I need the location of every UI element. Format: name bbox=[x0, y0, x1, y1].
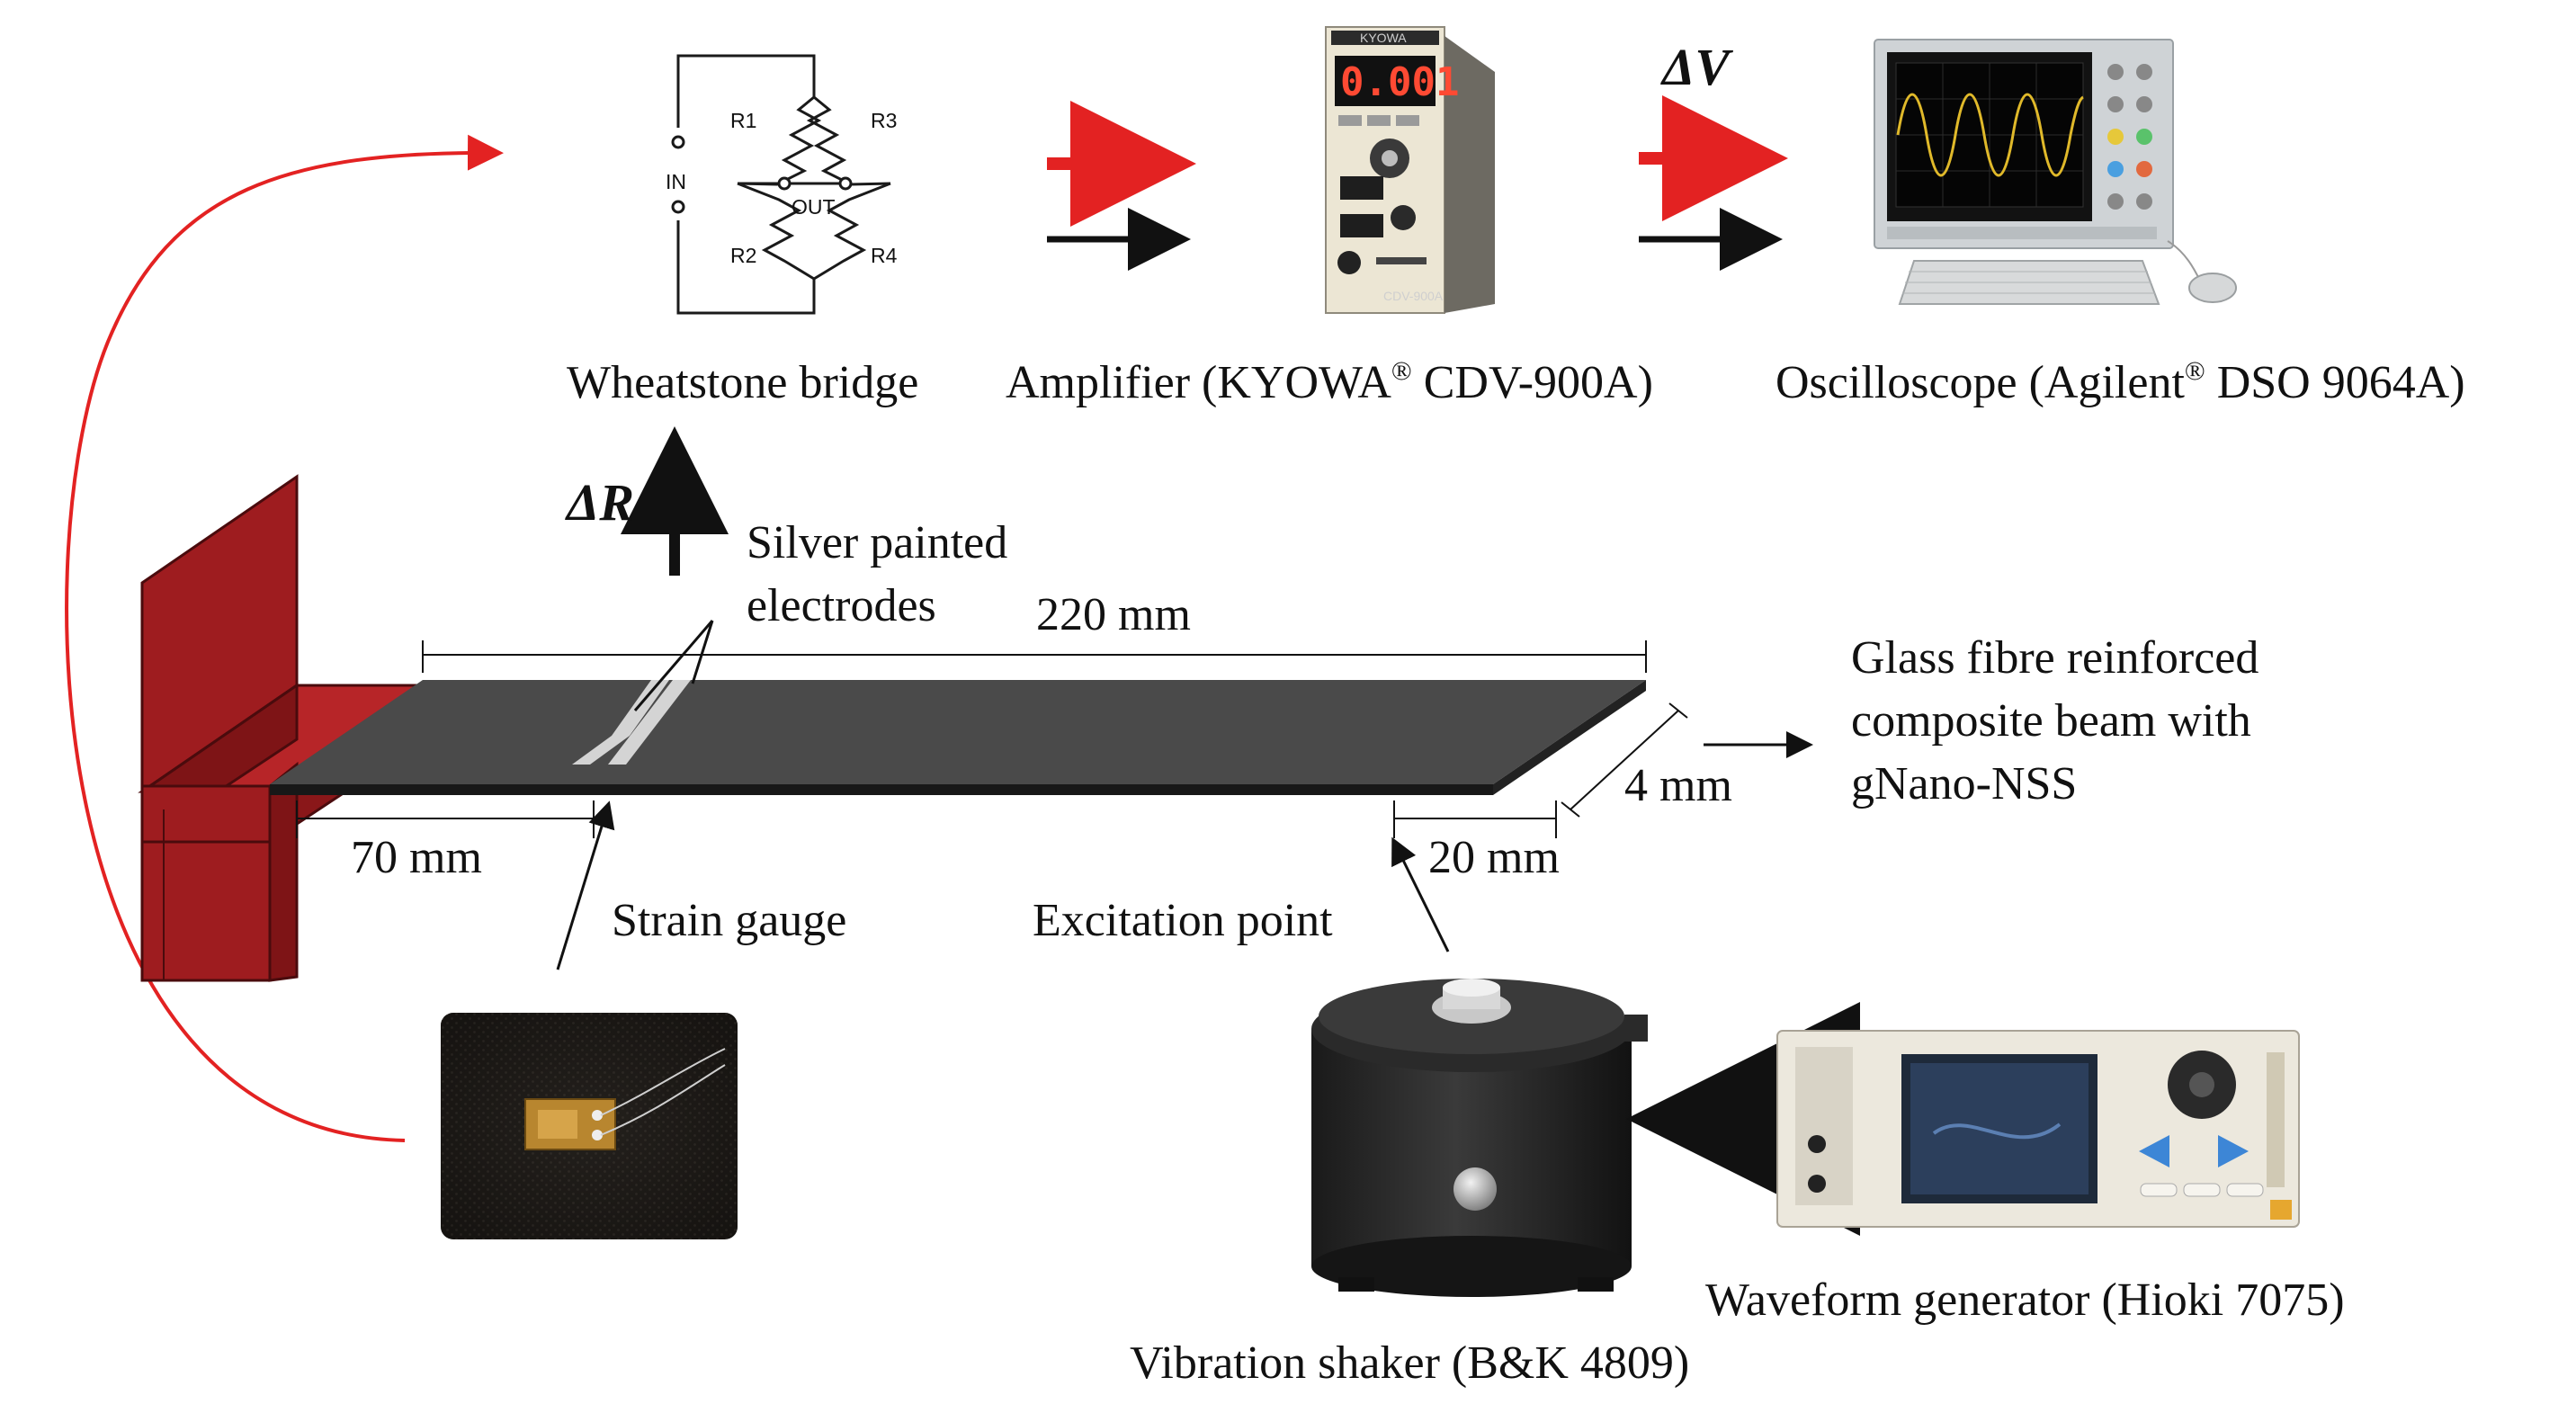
oscilloscope-registered-mark: ® bbox=[2185, 356, 2205, 386]
oscilloscope-sine-trace bbox=[1896, 93, 2084, 177]
beam-length-label: 220 mm bbox=[1036, 589, 1191, 640]
gauge-to-bridge-red-arrow bbox=[65, 134, 504, 1142]
amplifier-label: Amplifier (KYOWA® CDV-900A) bbox=[1006, 356, 1653, 408]
bridge-r2-label: R2 bbox=[730, 244, 756, 267]
silver-electrodes-label-line2: electrodes bbox=[747, 580, 936, 631]
waveform-generator-label: Waveform generator (Hioki 7075) bbox=[1705, 1274, 2345, 1326]
vibration-shaker-image bbox=[1311, 979, 1648, 1297]
strain-gauge-label: Strain gauge bbox=[612, 895, 846, 946]
silver-electrode-2 bbox=[608, 680, 691, 765]
oscilloscope-device-image bbox=[1874, 39, 2237, 305]
amplifier-label-prefix: Amplifier (KYOWA bbox=[1006, 357, 1391, 408]
amplifier-registered-mark: ® bbox=[1391, 356, 1412, 386]
composite-label-line3: gNano-NSS bbox=[1851, 758, 2077, 809]
gauge-position-label: 70 mm bbox=[351, 832, 482, 883]
delta-v-label: ΔV bbox=[1660, 38, 1733, 96]
amplifier-brand-text: KYOWA bbox=[1360, 31, 1407, 45]
oscilloscope-label-prefix: Oscilloscope (Agilent bbox=[1775, 357, 2185, 408]
electrode-pointer-2 bbox=[691, 620, 714, 684]
silver-electrode-1 bbox=[572, 736, 630, 765]
waveform-generator-image bbox=[1776, 1030, 2300, 1228]
silver-electrode-1b bbox=[612, 680, 669, 736]
strain-gauge-pointer-arrow bbox=[556, 800, 615, 970]
wheatstone-bridge-label: Wheatstone bridge bbox=[567, 357, 918, 408]
composite-label-line2: composite beam with bbox=[1851, 695, 2251, 747]
bridge-in-label: IN bbox=[666, 170, 686, 193]
excitation-offset-label: 20 mm bbox=[1428, 832, 1560, 883]
amplifier-device-image: KYOWA 0.001 CDV-900A bbox=[1325, 26, 1495, 314]
bridge-r1-label: R1 bbox=[730, 109, 756, 132]
strain-gauge-photo bbox=[441, 1013, 738, 1239]
composite-label-line1: Glass fibre reinforced bbox=[1851, 632, 2258, 684]
bridge-r4-label: R4 bbox=[871, 244, 898, 267]
oscilloscope-label: Oscilloscope (Agilent® DSO 9064A) bbox=[1775, 356, 2465, 408]
oscilloscope-label-suffix: DSO 9064A) bbox=[2205, 357, 2465, 408]
thickness-dimension-line bbox=[1570, 710, 1679, 810]
silver-electrodes-label-line1: Silver painted bbox=[747, 517, 1007, 568]
amplifier-display-value: 0.001 bbox=[1340, 59, 1459, 105]
beam-clamp bbox=[138, 474, 429, 982]
excitation-point-label: Excitation point bbox=[1033, 895, 1333, 946]
bridge-out-label: OUT bbox=[792, 195, 836, 219]
amplifier-model-text: CDV-900A bbox=[1383, 289, 1444, 303]
electrode-pointer-1 bbox=[633, 620, 714, 711]
thickness-label: 4 mm bbox=[1624, 760, 1732, 811]
amplifier-label-suffix: CDV-900A) bbox=[1412, 357, 1653, 408]
bridge-r3-label: R3 bbox=[871, 109, 897, 132]
excitation-point-pointer-arrow bbox=[1391, 836, 1450, 952]
wheatstone-bridge-schematic: R1 R3 R2 R4 IN OUT bbox=[666, 54, 898, 315]
composite-beam bbox=[270, 680, 1646, 795]
delta-r-label: ΔR bbox=[565, 473, 634, 532]
shaker-knob bbox=[1453, 1167, 1497, 1211]
vibration-shaker-label: Vibration shaker (B&K 4809) bbox=[1130, 1337, 1689, 1389]
